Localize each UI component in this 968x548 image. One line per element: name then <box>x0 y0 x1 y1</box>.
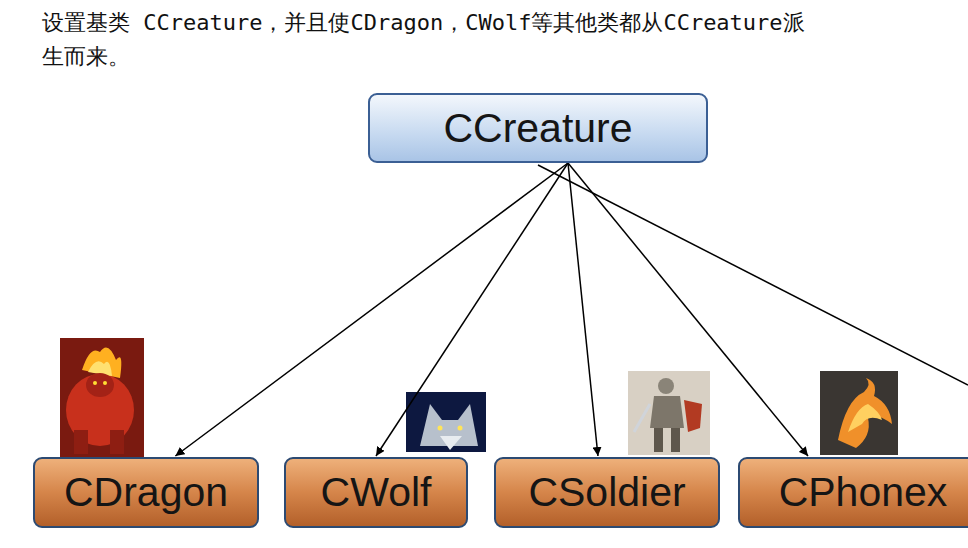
heading-text: 设置基类 CCreature，并且使CDragon，CWolf等其他类都从CCr… <box>42 6 812 74</box>
class-box: CSoldier <box>494 457 720 528</box>
inheritance-arrow <box>376 163 568 456</box>
inheritance-arrow <box>175 163 568 456</box>
class-name: CSoldier <box>528 469 685 516</box>
class-name: CDragon <box>64 469 228 516</box>
inheritance-arrow <box>568 163 598 456</box>
soldier-picture <box>628 371 710 455</box>
wolf-picture <box>406 392 486 452</box>
class-name: CWolf <box>321 469 432 516</box>
class-name: CCreature <box>443 105 632 152</box>
class-name: CPhonex <box>779 469 948 516</box>
class-box: CPhonex <box>738 457 968 528</box>
class-box: CDragon <box>33 457 259 528</box>
offscreen-arrow <box>538 165 968 385</box>
dragon-picture <box>60 338 144 457</box>
inheritance-arrow <box>568 163 808 456</box>
class-box: CWolf <box>284 457 468 528</box>
phoenix-picture <box>820 371 898 455</box>
base-class-box: CCreature <box>368 93 708 163</box>
